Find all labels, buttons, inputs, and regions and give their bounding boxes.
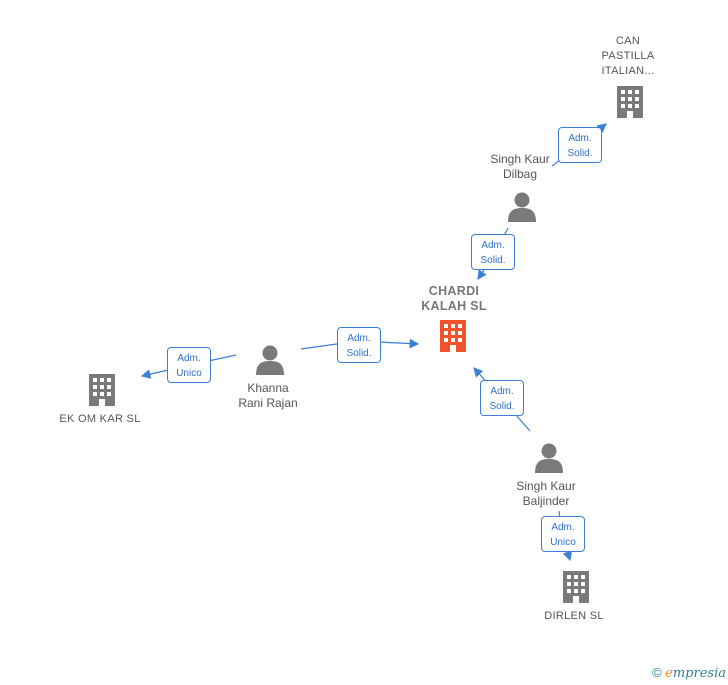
edge-label-line1: Adm. — [551, 522, 575, 533]
edge-label-line1: Adm. — [490, 386, 514, 397]
node-label-ek-om-kar[interactable]: EK OM KAR SL — [59, 413, 141, 425]
building-icon-chardi[interactable] — [440, 320, 466, 352]
edge-label-line2: Solid. — [489, 401, 515, 412]
node-label-dirlen[interactable]: DIRLEN SL — [544, 610, 604, 622]
person-icon-baljinder[interactable] — [535, 443, 563, 474]
edge-label-dilbag-can: Adm. Solid. — [558, 127, 602, 163]
edge-label-line1: Adm. — [568, 133, 592, 144]
edge-label-khanna-chardi: Adm. Solid. — [337, 327, 381, 363]
edge-label-line1: Adm. — [481, 240, 505, 251]
brand-logo-text: mpresia — [672, 666, 726, 681]
node-label-singh-dilbag[interactable]: Singh Kaur Dilbag — [490, 152, 550, 181]
edge-label-line1: Adm. — [347, 333, 371, 344]
building-icon-can-pastilla[interactable] — [617, 86, 643, 118]
building-icon-dirlen[interactable] — [563, 571, 589, 603]
edge-label-line1: Adm. — [177, 353, 201, 364]
edge-label-line2: Solid. — [346, 348, 372, 359]
edge-label-khanna-ekomkar: Adm. Unico — [167, 347, 211, 383]
edge-label-line2: Solid. — [567, 148, 593, 159]
edge-label-baljinder-chardi: Adm. Solid. — [480, 380, 524, 416]
edge-label-line2: Unico — [176, 368, 202, 379]
brand-logo-initial: e — [665, 666, 673, 681]
edge-label-line2: Unico — [550, 537, 576, 548]
edge-label-line2: Solid. — [480, 255, 506, 266]
node-label-chardi[interactable]: CHARDI KALAH SL — [421, 284, 487, 313]
edge-label-dilbag-chardi: Adm. Solid. — [471, 234, 515, 270]
node-label-singh-baljinder[interactable]: Singh Kaur Baljinder — [516, 479, 576, 508]
person-icon-dilbag[interactable] — [508, 192, 536, 223]
person-icon-khanna[interactable] — [256, 345, 284, 376]
building-icon-ek-om-kar[interactable] — [89, 374, 115, 406]
copyright-symbol: © — [651, 665, 662, 680]
node-label-can-pastilla[interactable]: CAN PASTILLA ITALIAN... — [601, 35, 655, 77]
empresia-brand[interactable]: © empresia — [652, 665, 726, 681]
node-label-khanna[interactable]: Khanna Rani Rajan — [238, 381, 298, 410]
edge-label-baljinder-dirlen: Adm. Unico — [541, 516, 585, 552]
